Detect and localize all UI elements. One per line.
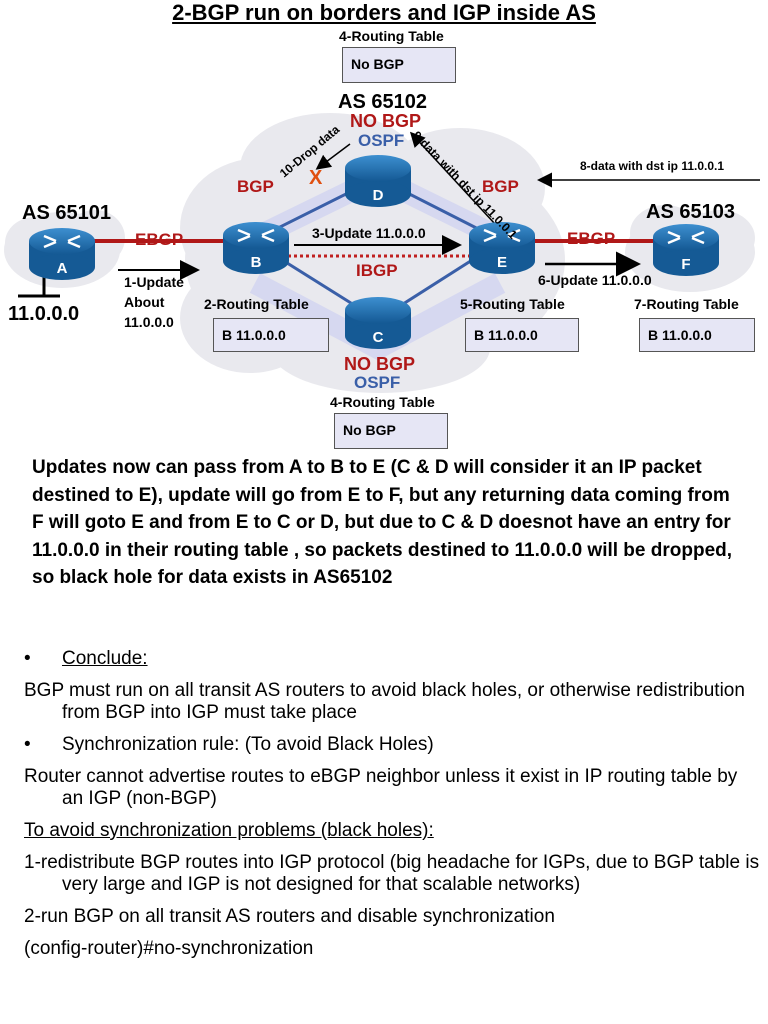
update-1-line2: About bbox=[124, 294, 165, 310]
bullet-conclude: • bbox=[24, 648, 31, 669]
router-c: C bbox=[345, 297, 411, 349]
update-1-line3: 11.0.0.0 bbox=[124, 314, 174, 330]
network-label: 11.0.0.0 bbox=[8, 303, 79, 325]
routing-table-bottom-value: No BGP bbox=[343, 422, 396, 438]
update-1-line1: 1-Update bbox=[124, 274, 184, 290]
conclude-heading: Conclude: bbox=[62, 648, 148, 669]
routing-table-f-title: 7-Routing Table bbox=[634, 296, 739, 312]
routing-table-f-value: B 11.0.0.0 bbox=[648, 327, 712, 343]
update-6-label: 6-Update 11.0.0.0 bbox=[538, 272, 652, 288]
sync-rule-item: • Synchronization rule: (To avoid Black H… bbox=[24, 734, 760, 756]
no-bgp-c-label: NO BGP bbox=[344, 354, 415, 374]
routing-table-bottom-title: 4-Routing Table bbox=[330, 394, 435, 410]
as-65103-label: AS 65103 bbox=[646, 201, 735, 223]
ebgp-right-label: EBGP bbox=[567, 229, 615, 248]
router-d-label: D bbox=[373, 187, 384, 204]
drop-mark: X bbox=[309, 167, 323, 189]
router-c-label: C bbox=[373, 329, 384, 346]
routing-table-bottom: No BGP bbox=[334, 413, 448, 449]
notes-section: • Conclude: BGP must run on all transit A… bbox=[24, 648, 760, 960]
routing-table-f: B 11.0.0.0 bbox=[639, 318, 755, 352]
as-65102-label: AS 65102 bbox=[338, 91, 427, 113]
router-e-label: E bbox=[497, 254, 507, 271]
arrow-drop-10 bbox=[315, 143, 351, 170]
data-8-label: 8-data with dst ip 11.0.0.1 bbox=[580, 159, 724, 173]
arrow-data-9 bbox=[409, 131, 496, 225]
router-d: D bbox=[345, 155, 411, 207]
page-title: 2-BGP run on borders and IGP inside AS bbox=[172, 0, 596, 25]
bgp-b-label: BGP bbox=[237, 177, 274, 196]
routing-table-b-value: B 11.0.0.0 bbox=[222, 327, 286, 343]
routing-table-e-value: B 11.0.0.0 bbox=[474, 327, 538, 343]
avoid-sync-heading: To avoid synchronization problems (black… bbox=[24, 820, 434, 841]
option-2-text: 2-run BGP on all transit AS routers and … bbox=[24, 906, 555, 927]
conclusion-text: BGP must run on all transit AS routers t… bbox=[24, 680, 745, 723]
routing-table-top-title: 4-Routing Table bbox=[339, 28, 444, 44]
routing-table-e: B 11.0.0.0 bbox=[465, 318, 579, 352]
no-bgp-d-label: NO BGP bbox=[350, 111, 421, 131]
as-65101-label: AS 65101 bbox=[22, 202, 111, 224]
bullet-sync-rule: • bbox=[24, 734, 31, 755]
ospf-d-label: OSPF bbox=[358, 131, 404, 150]
option-1-text: 1-redistribute BGP routes into IGP proto… bbox=[24, 852, 760, 895]
router-f-label: F bbox=[681, 256, 690, 273]
router-b: B bbox=[223, 222, 289, 274]
ospf-c-label: OSPF bbox=[354, 373, 400, 392]
routing-table-b: B 11.0.0.0 bbox=[213, 318, 329, 352]
router-e: E bbox=[469, 222, 535, 274]
router-a: A bbox=[29, 228, 95, 280]
routing-table-e-title: 5-Routing Table bbox=[460, 296, 565, 312]
config-command: (config-router)#no-synchronization bbox=[24, 938, 314, 959]
bgp-e-label: BGP bbox=[482, 177, 519, 196]
sync-rule-heading: Synchronization rule: (To avoid Black Ho… bbox=[62, 734, 434, 755]
router-b-label: B bbox=[251, 254, 262, 271]
update-3-label: 3-Update 11.0.0.0 bbox=[312, 225, 426, 241]
routing-table-top-value: No BGP bbox=[351, 56, 404, 72]
router-f: F bbox=[653, 224, 719, 276]
conclude-item: • Conclude: bbox=[24, 648, 760, 670]
router-a-label: A bbox=[57, 260, 68, 277]
ebgp-left-label: EBGP bbox=[135, 230, 183, 249]
ibgp-label: IBGP bbox=[356, 261, 398, 280]
bgp-network-diagram: A B D C E F AS 65101 AS 65102 AS 65103 1… bbox=[4, 91, 760, 393]
routing-table-top: No BGP bbox=[342, 47, 456, 83]
routing-table-b-title: 2-Routing Table bbox=[204, 296, 309, 312]
sync-rule-text: Router cannot advertise routes to eBGP n… bbox=[24, 766, 738, 809]
explanation-paragraph: Updates now can pass from A to B to E (C… bbox=[32, 457, 733, 588]
